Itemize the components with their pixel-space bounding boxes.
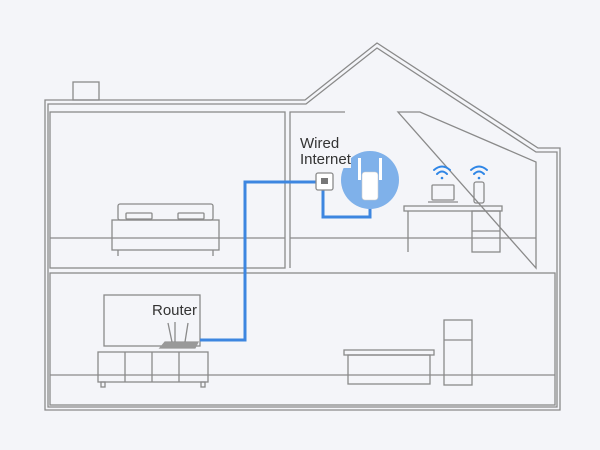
tv-cabinet (97, 294, 209, 388)
bedroom (49, 111, 286, 269)
wired-internet-label: Wired Internet (300, 136, 351, 168)
extender-device (358, 158, 382, 201)
phone (473, 181, 485, 204)
router (158, 322, 200, 349)
office (289, 111, 537, 270)
wifi-icons (433, 165, 488, 180)
wired-label-line1: Wired (300, 135, 340, 152)
bed (111, 203, 220, 256)
chimney (72, 81, 100, 101)
laptop (431, 184, 455, 201)
desk (403, 181, 503, 253)
living-room (49, 272, 556, 406)
kitchen (343, 319, 473, 386)
house-outline (44, 42, 561, 411)
router-label: Router (152, 302, 198, 319)
wired-label-line2: Internet (300, 151, 351, 168)
